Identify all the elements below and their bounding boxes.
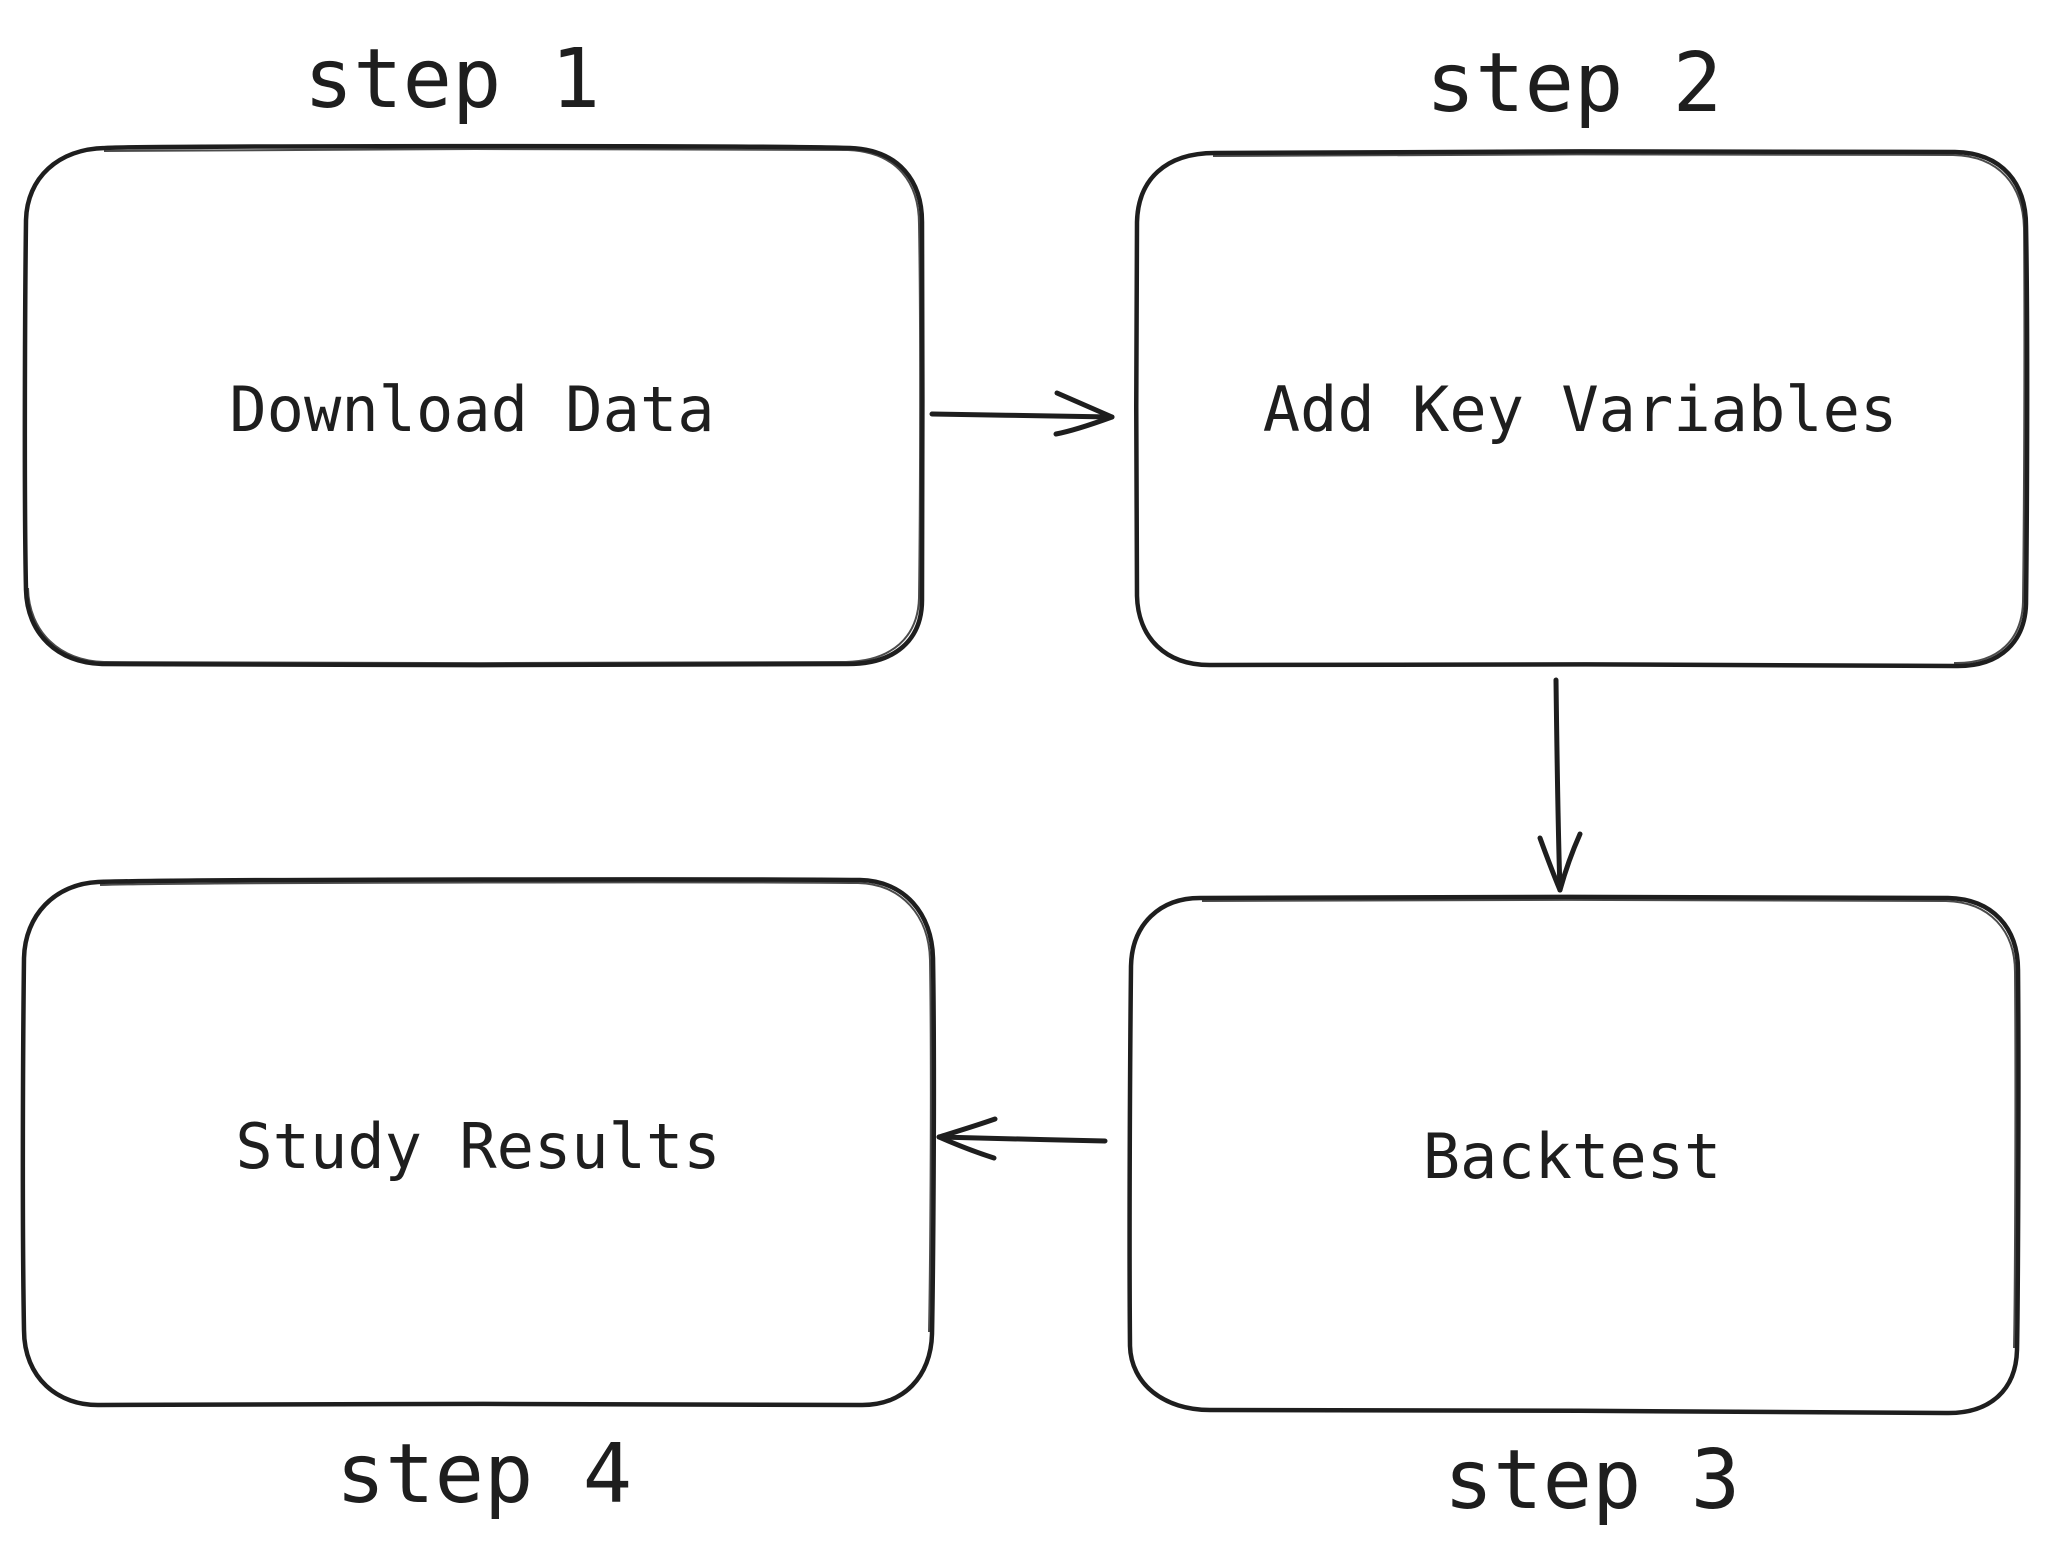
step-4-label: Study Results — [235, 1110, 720, 1183]
step-3-node[interactable]: Backtest step 3 — [1127, 894, 2021, 1528]
step-2-box — [1134, 149, 2030, 669]
step-4-heading: step 4 — [336, 1427, 632, 1522]
step-2-node[interactable]: step 2 Add Key Variables — [1134, 36, 2030, 669]
step-4-box — [20, 877, 937, 1408]
step-3-label: Backtest — [1423, 1120, 1722, 1193]
step-1-box — [22, 143, 925, 668]
step-3-box — [1127, 894, 2021, 1416]
step-4-node[interactable]: Study Results step 4 — [20, 877, 937, 1522]
step-1-heading: step 1 — [304, 32, 600, 127]
step-1-node[interactable]: step 1 Download Data — [22, 32, 925, 668]
arrow-step1-to-step2 — [929, 390, 1115, 437]
arrow-step3-to-step4 — [936, 1116, 1108, 1161]
step-2-heading: step 2 — [1426, 36, 1722, 131]
step-1-label: Download Data — [229, 373, 714, 446]
step-2-label: Add Key Variables — [1263, 373, 1898, 446]
arrow-step2-to-step3 — [1537, 677, 1583, 893]
step-3-heading: step 3 — [1444, 1433, 1740, 1528]
